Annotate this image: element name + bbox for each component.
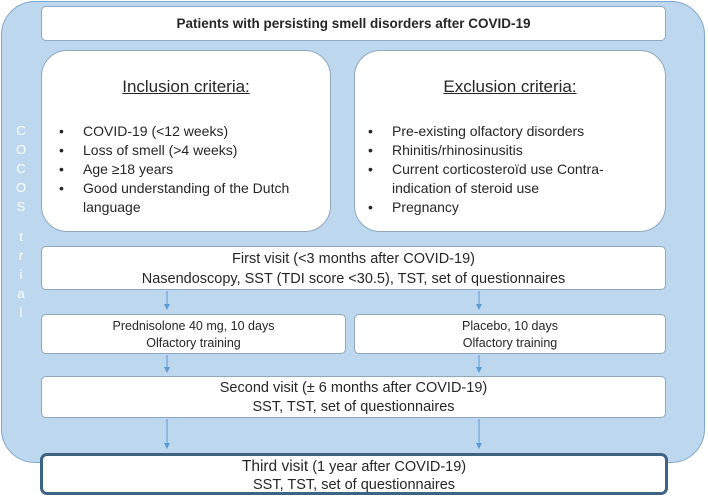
second-visit-title: Second visit (± 6 months after COVID-19): [219, 380, 488, 396]
list-item: • Loss of smell (>4 weeks): [59, 141, 319, 160]
side-label-letter: r: [18, 248, 24, 263]
criterion-text: Good understanding of the Dutch language: [83, 180, 290, 215]
criterion-text: COVID-19 (<12 weeks): [83, 123, 229, 139]
first-visit-title: First visit (<3 months after COVID-19): [232, 251, 475, 267]
inclusion-criteria-list: • COVID-19 (<12 weeks) • Loss of smell (>4…: [59, 122, 319, 217]
first-visit-box: First visit (<3 months after COVID-19) N…: [41, 246, 666, 290]
side-label-letter: S: [16, 199, 26, 214]
exclusion-criteria-box: Exclusion criteria: • Pre-existing olfact…: [354, 50, 666, 232]
prednisolone-arm-treatment: Prednisolone 40 mg, 10 days: [112, 319, 275, 333]
list-item: • Age ≥18 years: [59, 160, 319, 179]
list-item: • Rhinitis/rhinosinusitis: [368, 141, 658, 160]
criterion-text: Current corticosteroïd use Contra-indica…: [392, 161, 604, 196]
third-visit-title: Third visit (1 year after COVID-19): [43, 458, 665, 476]
third-visit-label: Third visit: [241, 458, 309, 475]
first-visit-procedures: Nasendoscopy, SST (TDI score <30.5), TST…: [141, 271, 566, 287]
placebo-arm-training: Olfactory training: [462, 336, 558, 350]
bullet-icon: •: [59, 123, 64, 139]
side-label-letter: C: [16, 123, 26, 138]
bullet-icon: •: [368, 199, 373, 215]
third-visit-procedures: SST, TST, set of questionnaires: [252, 477, 456, 493]
criterion-text: Age ≥18 years: [83, 161, 174, 177]
inclusion-criteria-title: Inclusion criteria:: [122, 77, 250, 96]
side-label-letter: l: [19, 305, 23, 320]
side-label-letter: a: [17, 286, 25, 301]
list-item: • Pre-existing olfactory disorders: [368, 122, 658, 141]
inclusion-criteria-box: Inclusion criteria: • COVID-19 (<12 weeks…: [41, 50, 331, 232]
list-item: • Good understanding of the Dutch languag…: [59, 179, 319, 217]
third-visit-timing: (1 year after COVID-19): [308, 459, 467, 475]
exclusion-criteria-list: • Pre-existing olfactory disorders • Rhini…: [368, 122, 658, 217]
bullet-icon: •: [59, 161, 64, 177]
criterion-text: Pregnancy: [392, 199, 459, 215]
side-label-letter: t: [19, 229, 23, 244]
side-label-letter: O: [15, 180, 27, 195]
prednisolone-arm-training: Olfactory training: [146, 336, 241, 350]
bullet-icon: •: [368, 142, 373, 158]
criterion-text: Pre-existing olfactory disorders: [392, 123, 585, 139]
criterion-text: Loss of smell (>4 weeks): [83, 142, 238, 158]
exclusion-criteria-title: Exclusion criteria:: [443, 77, 577, 96]
second-visit-box: Second visit (± 6 months after COVID-19)…: [41, 376, 666, 418]
bullet-icon: •: [59, 142, 64, 158]
criterion-text: Rhinitis/rhinosinusitis: [392, 142, 523, 158]
placebo-arm-treatment: Placebo, 10 days: [462, 319, 558, 333]
prednisolone-arm-box: Prednisolone 40 mg, 10 days Olfactory tr…: [41, 314, 346, 354]
bullet-icon: •: [59, 180, 64, 196]
side-label-letter: C: [16, 161, 26, 176]
list-item: • Pregnancy: [368, 198, 658, 217]
population-title: Patients with persisting smell disorders…: [41, 6, 666, 41]
bullet-icon: •: [368, 123, 373, 139]
third-visit-box: Third visit (1 year after COVID-19) SST,…: [40, 453, 668, 495]
side-label-letter: O: [15, 142, 27, 157]
bullet-icon: •: [368, 161, 373, 177]
second-visit-procedures: SST, TST, set of questionnaires: [252, 399, 455, 415]
side-label-letter: i: [19, 267, 23, 282]
placebo-arm-box: Placebo, 10 days Olfactory training: [354, 314, 666, 354]
list-item: • COVID-19 (<12 weeks): [59, 122, 319, 141]
list-item: • Current corticosteroïd use Contra-indic…: [368, 160, 658, 198]
